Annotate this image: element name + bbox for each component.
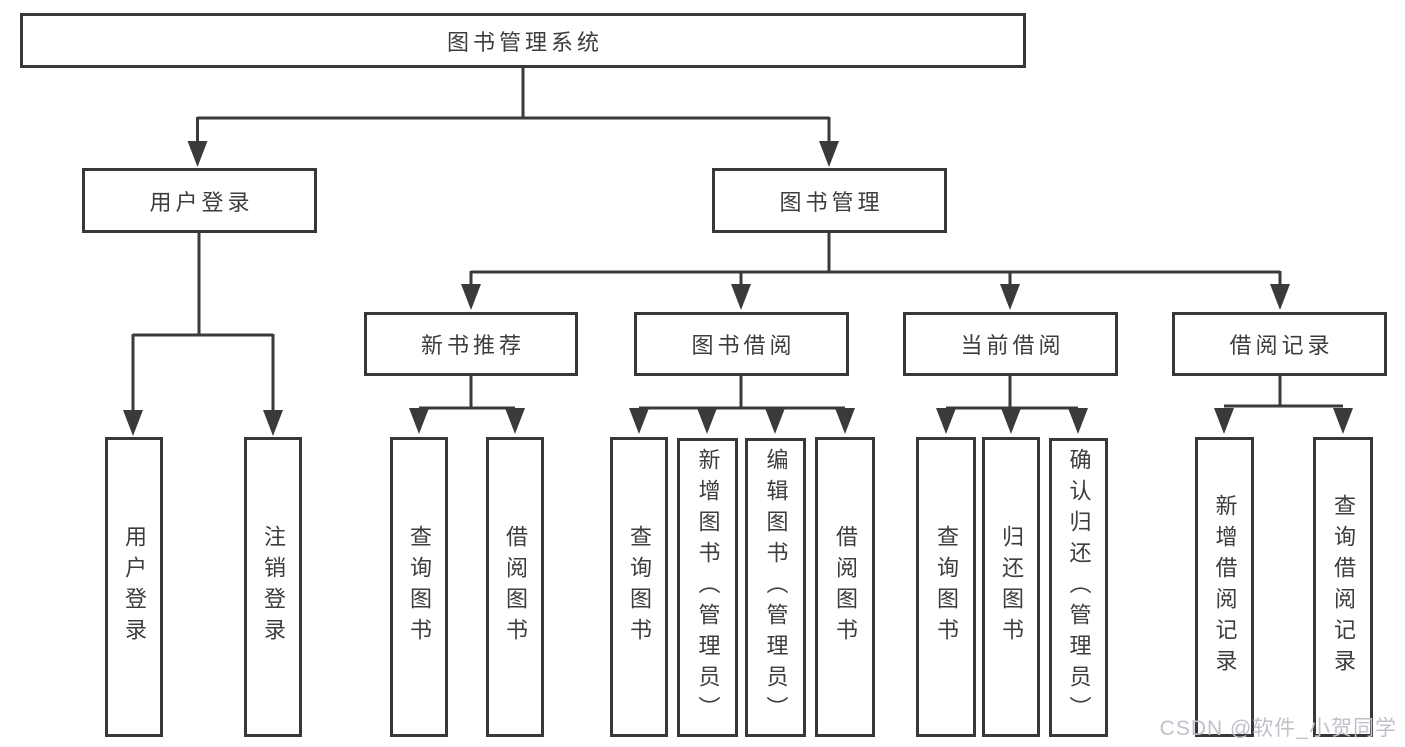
arrow-icon [697,408,717,434]
leaf-label: 查询借阅记录 [1331,494,1356,680]
connector-new-book [419,376,515,410]
leaf-borrow-books: 借阅图书 [815,437,875,737]
arrow-icon [263,410,283,436]
leaf-edit-books-admin: 编辑图书（管理员） [745,438,806,737]
arrow-icon [765,408,785,434]
connector-borrow-records [1224,376,1343,408]
arrow-icon [835,408,855,434]
leaf-label: 用户登录 [122,525,147,649]
arrow-icon [731,284,751,310]
leaf-confirm-return-admin: 确认归还（管理员） [1049,438,1108,737]
leaf-return-books: 归还图书 [982,437,1040,737]
leaf-label: 查询图书 [934,525,959,649]
leaf-label: 查询图书 [627,525,652,649]
arrow-icon [409,408,429,434]
node-current-borrow-label: 当前借阅 [960,333,1065,358]
node-current-borrow: 当前借阅 [903,312,1118,376]
arrow-icon [1001,408,1021,434]
arrow-icon [1270,284,1290,310]
arrowheads [123,141,1353,436]
node-borrow-records: 借阅记录 [1172,312,1387,376]
leaf-label: 确认归还（管理员） [1066,448,1092,727]
leaf-user-login: 用户登录 [105,437,163,737]
leaf-query-books-current: 查询图书 [916,437,976,737]
node-book-management: 图书管理 [712,168,947,233]
connector-user-login [131,233,275,414]
arrow-icon [123,410,143,436]
connector-current-borrow [946,376,1078,410]
arrow-icon [936,408,956,434]
csdn-watermark: CSDN @软件_小贺同学 [1159,717,1397,740]
node-book-borrow-label: 图书借阅 [691,333,796,358]
leaf-logout: 注销登录 [244,437,302,737]
connector-book-borrow [639,376,845,410]
node-new-book-recommend-label: 新书推荐 [420,333,525,358]
leaf-add-books-admin: 新增图书（管理员） [677,438,738,737]
leaf-label: 查询图书 [407,525,432,649]
connector-book-management [469,233,1282,288]
leaf-label: 归还图书 [999,525,1024,649]
arrow-icon [1214,408,1234,434]
leaf-label: 借阅图书 [833,525,858,649]
leaf-label: 编辑图书（管理员） [763,448,789,727]
arrow-icon [1333,408,1353,434]
leaf-query-books-recommend: 查询图书 [390,437,448,737]
leaf-label: 新增借阅记录 [1212,494,1238,680]
leaf-label: 新增图书（管理员） [695,448,721,727]
node-root-label: 图书管理系统 [446,29,603,55]
arrow-icon [629,408,649,434]
arrow-icon [505,408,525,434]
node-borrow-records-label: 借阅记录 [1229,333,1334,358]
node-root: 图书管理系统 [20,13,1026,68]
arrow-icon [1000,284,1020,310]
connector-root [196,68,831,145]
node-book-management-label: 图书管理 [779,189,884,215]
node-user-login-label: 用户登录 [149,189,254,215]
arrow-icon [1068,408,1088,434]
arrow-icon [819,141,839,167]
leaf-label: 借阅图书 [503,525,528,649]
node-book-borrow: 图书借阅 [634,312,849,376]
node-new-book-recommend: 新书推荐 [364,312,578,376]
node-user-login: 用户登录 [82,168,317,233]
leaf-query-borrow-record: 查询借阅记录 [1313,437,1373,737]
leaf-borrow-books-recommend: 借阅图书 [486,437,544,737]
arrow-icon [187,141,208,167]
leaf-add-borrow-record: 新增借阅记录 [1195,437,1254,737]
leaf-label: 注销登录 [261,525,286,649]
arrow-icon [461,284,481,310]
leaf-query-books-borrow: 查询图书 [610,437,668,737]
